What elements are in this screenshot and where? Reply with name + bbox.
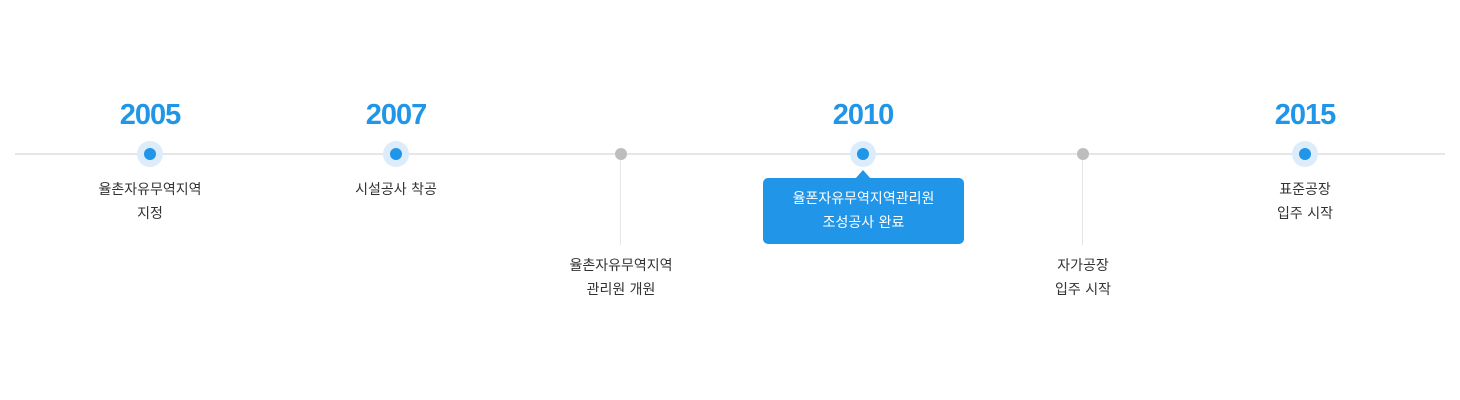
description-line: 조성공사 완료 bbox=[822, 215, 905, 231]
milestone-description: 율촌자유무역지역 지정 bbox=[40, 178, 260, 226]
milestone-description: 율촌자유무역지역 관리원 개원 bbox=[511, 254, 731, 302]
timeline-marker-minor bbox=[615, 148, 627, 160]
description-line: 자가공장 bbox=[1057, 258, 1109, 274]
description-line: 지정 bbox=[137, 206, 163, 222]
timeline-marker-major bbox=[137, 141, 163, 167]
timeline-stem bbox=[1082, 160, 1083, 245]
milestone-description: 시설공사 착공 bbox=[286, 178, 506, 202]
callout-arrow bbox=[855, 170, 871, 179]
description-line: 입주 시작 bbox=[1277, 206, 1333, 222]
milestone-description: 표준공장 입주 시작 bbox=[1195, 178, 1415, 226]
timeline-axis bbox=[15, 153, 1445, 155]
description-line: 율촌자유무역지역 bbox=[98, 182, 202, 198]
description-line: 입주 시작 bbox=[1055, 282, 1111, 298]
timeline-marker-major bbox=[850, 141, 876, 167]
timeline-marker-major bbox=[1292, 141, 1318, 167]
milestone-year: 2010 bbox=[832, 99, 895, 131]
milestone-year: 2007 bbox=[365, 99, 428, 131]
description-line: 표준공장 bbox=[1279, 182, 1331, 198]
timeline-stem bbox=[620, 160, 621, 245]
milestone-year: 2015 bbox=[1274, 99, 1337, 131]
milestone-year: 2005 bbox=[119, 99, 182, 131]
description-line: 율촌자유무역지역 bbox=[569, 258, 673, 274]
description-line: 율폰자유무역지역관리원 bbox=[792, 191, 935, 207]
milestone-description: 자가공장 입주 시작 bbox=[973, 254, 1193, 302]
description-line: 관리원 개원 bbox=[586, 282, 656, 298]
description-line: 시설공사 착공 bbox=[355, 182, 437, 198]
timeline-marker-minor bbox=[1077, 148, 1089, 160]
milestone-callout: 율폰자유무역지역관리원 조성공사 완료 bbox=[763, 178, 964, 244]
timeline-marker-major bbox=[383, 141, 409, 167]
